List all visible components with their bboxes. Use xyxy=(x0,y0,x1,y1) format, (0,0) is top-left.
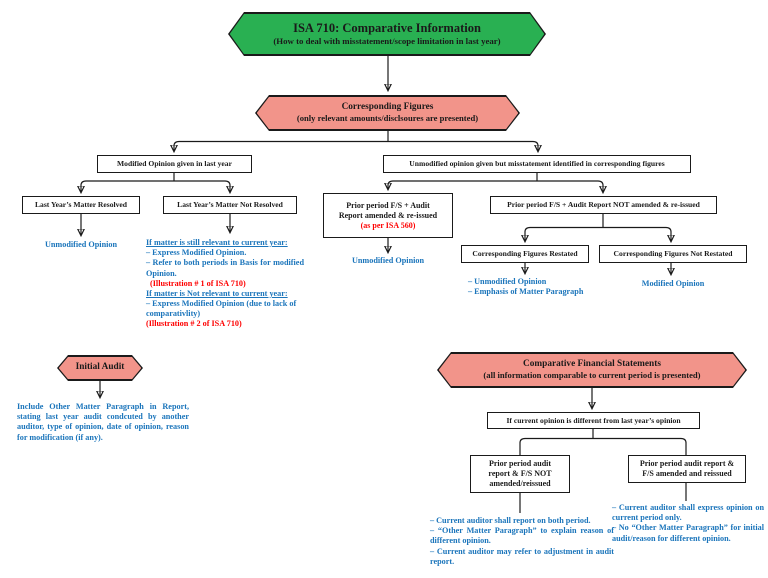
node-isa710-root: ISA 710: Comparative Information (How to… xyxy=(228,12,546,56)
prior-audit-amended-line1: Prior period audit report & xyxy=(639,459,735,468)
prior-fs-amended-isa560: (as per ISA 560) xyxy=(360,220,416,230)
node-comparative-fs: Comparative Financial Statements (all in… xyxy=(437,352,747,388)
node-corresponding-figures: Corresponding Figures (only relevant amo… xyxy=(255,95,520,131)
pna-bullet2: – “Other Matter Paragraph” to explain re… xyxy=(430,526,614,546)
corresponding-figures-subtitle: (only relevant amounts/disclsoures are p… xyxy=(296,113,479,124)
pna-bullet1: – Current auditor shall report on both p… xyxy=(430,516,591,525)
not-resolved-bullet1: – Express Modified Opinion. xyxy=(146,248,247,258)
prior-not-amended-notes: – Current auditor shall report on both p… xyxy=(430,516,614,567)
node-prior-audit-not-amended: Prior period audit report & F/S NOT amen… xyxy=(470,455,570,493)
hexagon-fill xyxy=(59,357,142,380)
corresponding-figures-title: Corresponding Figures xyxy=(341,101,434,112)
node-prior-audit-amended: Prior period audit report & F/S amended … xyxy=(628,455,746,483)
outcome-amended: Unmodified Opinion xyxy=(351,256,425,265)
comparative-fs-subtitle: (all information comparable to current p… xyxy=(483,370,701,381)
hexagon-fill xyxy=(439,354,746,387)
not-resolved-illustration1: (Illustration # 1 of ISA 710) xyxy=(150,278,246,288)
hexagon-fill xyxy=(257,97,519,130)
prior-audit-not-amended-line1: Prior period audit xyxy=(488,459,552,468)
node-unmodified-opinion-branch: Unmodified opinion given but misstatemen… xyxy=(383,155,691,173)
node-cf-not-restated: Corresponding Figures Not Restated xyxy=(599,245,747,263)
root-title: ISA 710: Comparative Information xyxy=(293,20,481,35)
prior-fs-amended-line2: Report amended & re-issued xyxy=(338,210,438,220)
node-if-opinion-different: If current opinion is different from las… xyxy=(487,412,700,429)
hexagon-fill xyxy=(230,14,545,55)
outcome-not-restated: Modified Opinion xyxy=(641,279,705,288)
restated-line2: – Emphasis of Matter Paragraph xyxy=(468,287,584,297)
not-resolved-heading1: If matter is still relevant to current y… xyxy=(146,238,288,247)
node-matter-resolved: Last Year’s Matter Resolved xyxy=(22,196,140,214)
node-prior-fs-amended: Prior period F/S + Audit Report amended … xyxy=(323,193,453,238)
not-resolved-bullet2: – Refer to both periods in Basis for mod… xyxy=(146,258,304,278)
restated-line1: – Unmodified Opinion xyxy=(468,277,547,286)
node-initial-audit: Initial Audit xyxy=(57,355,143,381)
not-resolved-illustration2: (Illustration # 2 of ISA 710) xyxy=(146,319,242,329)
outcome-not-resolved: If matter is still relevant to current y… xyxy=(146,238,304,330)
not-resolved-bullet3: – Express Modified Opinion (due to lack … xyxy=(146,299,297,319)
root-subtitle: (How to deal with misstatement/scope lim… xyxy=(273,36,501,47)
node-prior-fs-not-amended: Prior period F/S + Audit Report NOT amen… xyxy=(490,196,717,214)
initial-audit-label: Initial Audit xyxy=(75,362,125,373)
prior-audit-amended-line2: F/S amended and reissued xyxy=(642,469,732,478)
pna-bullet3: – Current auditor may refer to adjustmen… xyxy=(430,546,614,566)
prior-audit-not-amended-line2: report & F/S NOT xyxy=(488,469,552,478)
node-cf-restated: Corresponding Figures Restated xyxy=(461,245,589,263)
pa-bullet2: – No “Other Matter Paragraph” for initia… xyxy=(612,523,764,543)
pa-bullet1: – Current auditor shall express opinion … xyxy=(612,503,764,523)
prior-fs-amended-line1: Prior period F/S + Audit xyxy=(346,200,430,210)
node-modified-opinion-branch: Modified Opinion given in last year xyxy=(97,155,252,173)
comparative-fs-title: Comparative Financial Statements xyxy=(523,358,661,369)
node-matter-not-resolved: Last Year’s Matter Not Resolved xyxy=(163,196,297,214)
outcome-resolved: Unmodified Opinion xyxy=(44,240,118,249)
prior-audit-not-amended-line3: amended/reissued xyxy=(489,479,551,488)
prior-amended-notes: – Current auditor shall express opinion … xyxy=(612,503,764,544)
outcome-restated: – Unmodified Opinion – Emphasis of Matte… xyxy=(468,277,608,297)
initial-audit-note: Include Other Matter Paragraph in Report… xyxy=(17,402,189,442)
not-resolved-heading2: If matter is Not relevant to current yea… xyxy=(146,288,288,298)
